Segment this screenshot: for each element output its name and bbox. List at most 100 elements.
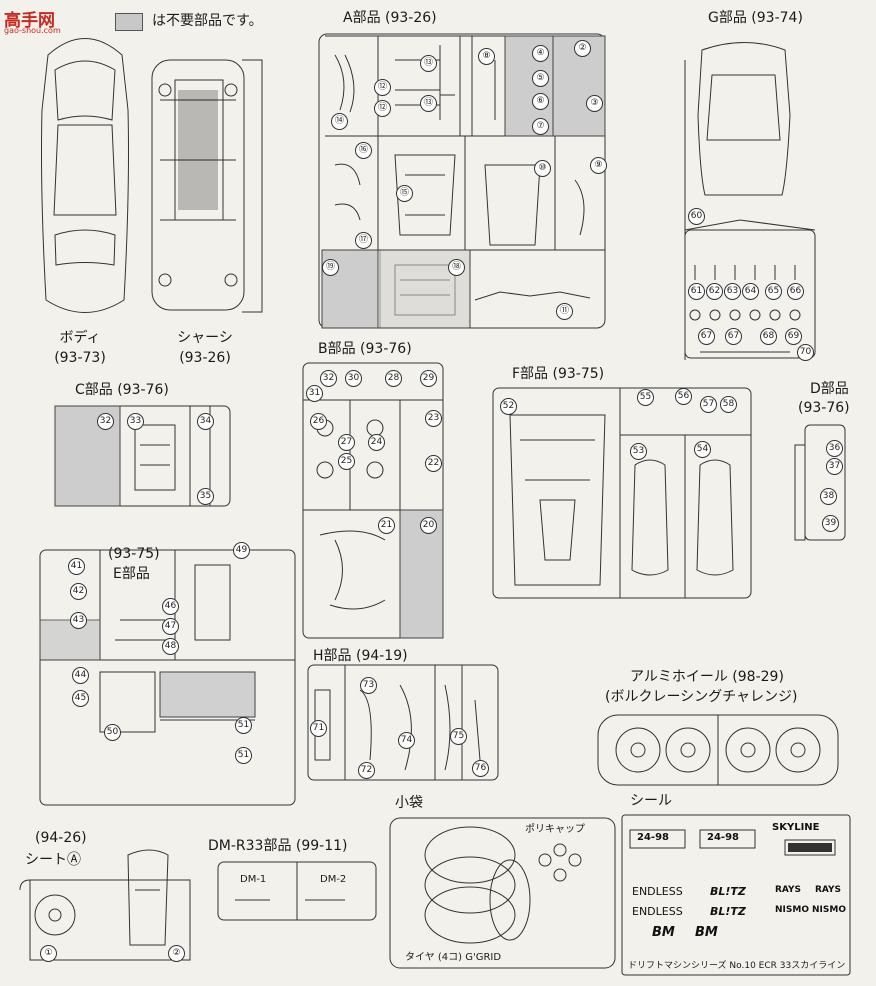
part-number: ⑦ [532,118,549,135]
sprue-e-title: E部品 [113,566,150,582]
bag-outline [389,817,616,969]
seal-blitz-1: BL!TZ [710,885,746,898]
part-number: 67 [725,328,742,345]
part-number: 60 [688,208,705,225]
seal-rays-2: RAYS [815,885,842,895]
seal-nismo-2: NISMO [812,905,846,915]
legend-text: は不要部品です。 [152,13,263,29]
part-number: ⑲ [322,259,339,276]
wheels-title: アルミホイール (98-29) [630,669,784,685]
legend-swatch [115,13,143,31]
part-number: 74 [398,732,415,749]
g-body-roof [697,42,791,196]
sprue-f-frame [492,387,752,599]
part-number: 49 [233,542,250,559]
part-number: 68 [760,328,777,345]
part-number: 20 [420,517,437,534]
part-number: 41 [68,558,85,575]
bag-polycap: ポリキャップ [525,824,585,835]
part-number: 54 [694,441,711,458]
seal-plate-2: 24-98 [707,832,739,843]
seal-sheet [621,814,851,976]
part-number: 29 [420,370,437,387]
part-number: ⑰ [355,232,372,249]
part-number: ⑮ [396,185,413,202]
seal-endless-2: ENDLESS [632,905,683,918]
sprue-g-title: G部品 (93-74) [708,10,803,26]
part-number: ② [168,945,185,962]
part-number: ③ [586,95,603,112]
part-number: ⑱ [448,259,465,276]
part-number: 31 [306,385,323,402]
part-number: 42 [70,583,87,600]
sprue-d-title: D部品 [810,381,849,397]
part-number: 38 [820,488,837,505]
body-label-code: (93-73) [54,350,106,366]
part-number: 47 [162,618,179,635]
dm-part-2: DM-2 [320,874,347,885]
sprue-f-title: F部品 (93-75) [512,366,605,382]
watermark-title: 高手网 [4,11,55,31]
dm-part-1: DM-1 [240,874,267,885]
sprue-b-frame [302,362,444,639]
seal-bm-2: BM [695,925,718,940]
part-number: ⑬ [420,55,437,72]
seal-rays-1: RAYS [775,885,802,895]
seal-title: シール [630,793,672,809]
part-number: 27 [338,434,355,451]
chassis-outline [151,59,245,311]
part-number: 65 [765,283,782,300]
part-number: 48 [162,638,179,655]
part-number: ⑨ [590,157,607,174]
part-number: ④ [532,45,549,62]
watermark-logo: 高手网 gao-shou.com [4,6,78,36]
seal-blitz-2: BL!TZ [710,905,746,918]
part-number: 55 [637,389,654,406]
part-number: 72 [358,762,375,779]
seal-bm-1: BM [652,925,675,940]
part-number: 46 [162,598,179,615]
sprue-c-title: C部品 (93-76) [75,382,169,398]
part-number: 69 [785,328,802,345]
part-number: ⑬ [420,95,437,112]
part-number: 52 [500,398,517,415]
part-number: 36 [826,440,843,457]
part-number: 73 [360,677,377,694]
part-number: 37 [826,458,843,475]
part-number: 58 [720,396,737,413]
watermark-url: gao-shou.com [4,26,61,35]
part-number: 32 [320,370,337,387]
chassis-label-name: シャーシ [177,330,233,346]
part-number: 30 [345,370,362,387]
part-number: ⑥ [532,93,549,110]
part-number: 51 [235,717,252,734]
part-number: 43 [70,612,87,629]
part-number: 51 [235,747,252,764]
part-number: 33 [127,413,144,430]
part-number: 34 [197,413,214,430]
sprue-a-title: A部品 (93-26) [343,10,437,26]
body-label-name: ボディ [59,330,101,346]
part-number: 76 [472,760,489,777]
part-number: 66 [787,283,804,300]
part-number: ② [574,40,591,57]
part-number: ⑤ [532,70,549,87]
part-number: 45 [72,690,89,707]
part-number: 64 [742,283,759,300]
part-number: 44 [72,667,89,684]
seal-skyline: SKYLINE [772,822,820,833]
dm-title: DM-R33部品 (99-11) [208,838,348,854]
part-number: ⑫ [374,79,391,96]
part-number: 57 [700,396,717,413]
sprue-e-code: (93-75) [108,546,160,562]
sprue-h-title: H部品 (94-19) [313,648,408,664]
seal-footer: ドリフトマシンシリーズ No.10 ECR 33スカイライン [628,961,846,971]
seal-nismo-1: NISMO [775,905,809,915]
seal-endless-1: ENDLESS [632,885,683,898]
seat-sprue [19,879,191,961]
part-number: ⑯ [355,142,372,159]
part-number: 39 [822,515,839,532]
part-number: ⑫ [374,100,391,117]
sprue-b-title: B部品 (93-76) [318,341,412,357]
